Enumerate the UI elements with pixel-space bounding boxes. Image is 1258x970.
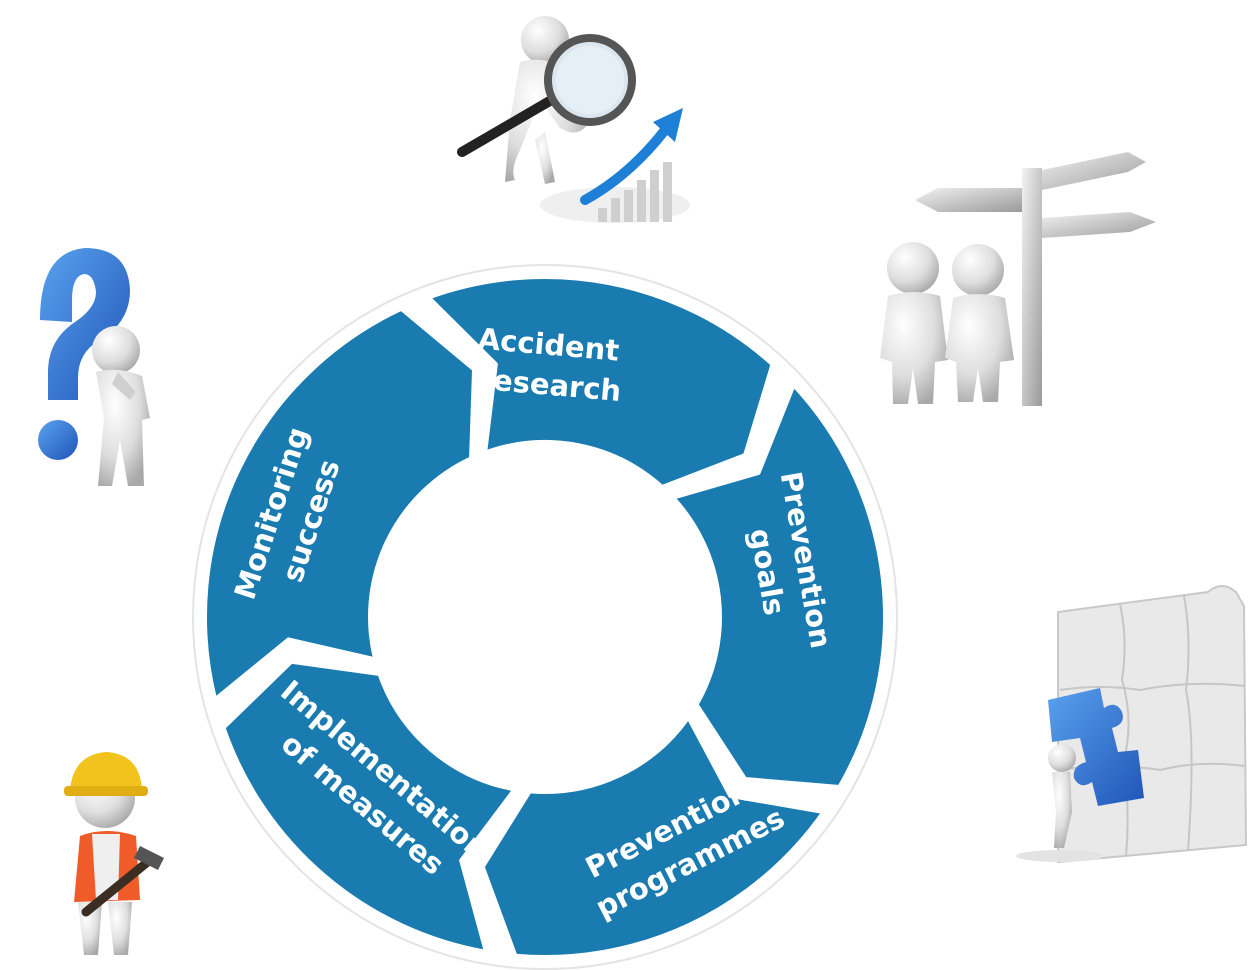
segment-prevention-goals [670,383,887,789]
segment-implementation-of-measures [221,659,517,954]
worker-hammer-figure-icon [64,752,164,955]
magnifier-chart-figure-icon [457,16,690,223]
segment-prevention-programmes [480,715,826,959]
cycle-segments [203,275,887,959]
segment-accident-research [426,275,775,489]
segment-monitoring-success [203,306,477,702]
question-mark-figure-icon [38,248,150,486]
puzzle-figure-icon [1016,585,1248,864]
inner-hole [373,445,717,789]
signpost-two-figures-icon [880,152,1156,406]
